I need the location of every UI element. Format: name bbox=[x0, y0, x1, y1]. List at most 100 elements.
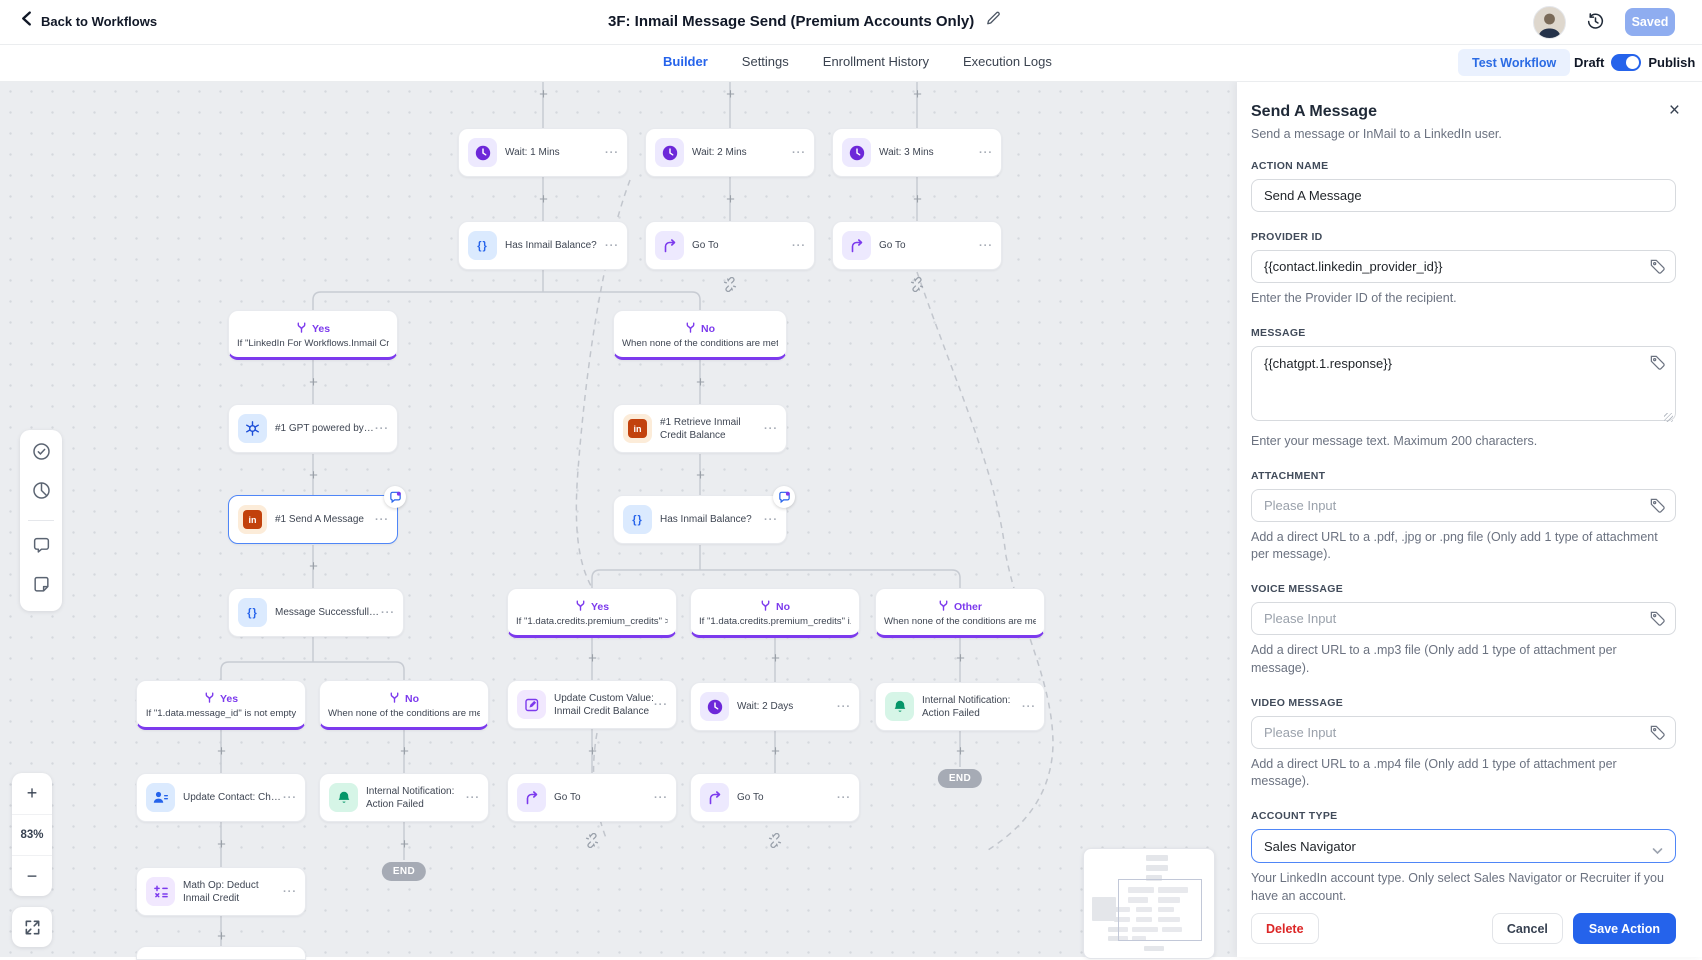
workflow-node[interactable]: {}Message Successfully Sent?··· bbox=[228, 588, 404, 637]
tab-settings[interactable]: Settings bbox=[741, 54, 789, 69]
tag-icon[interactable] bbox=[1649, 258, 1666, 280]
add-step-button[interactable]: + bbox=[217, 836, 226, 853]
add-step-button[interactable]: + bbox=[588, 650, 597, 667]
workflow-canvas[interactable]: + 83% − Wait: 1 Mins···Wait: 2 Mins···Wa… bbox=[0, 81, 1237, 960]
node-menu-icon[interactable]: ··· bbox=[979, 146, 993, 159]
add-step-button[interactable]: + bbox=[400, 743, 409, 760]
add-step-button[interactable]: + bbox=[696, 467, 705, 484]
avatar[interactable] bbox=[1533, 6, 1566, 39]
tag-icon[interactable] bbox=[1649, 354, 1666, 376]
workflow-node[interactable]: in#1 Send A Message··· bbox=[228, 486, 406, 544]
resize-handle[interactable] bbox=[1664, 412, 1673, 422]
comment-badge-icon[interactable] bbox=[773, 486, 795, 508]
add-step-button[interactable]: + bbox=[956, 743, 965, 760]
add-step-button[interactable]: + bbox=[539, 191, 548, 208]
workflow-node[interactable]: Wait: 2 Days··· bbox=[690, 682, 860, 731]
node-menu-icon[interactable]: ··· bbox=[605, 146, 619, 159]
add-step-button[interactable]: + bbox=[913, 86, 922, 103]
comment-badge-icon[interactable] bbox=[384, 486, 406, 508]
tag-icon[interactable] bbox=[1649, 610, 1666, 632]
node-menu-icon[interactable]: ··· bbox=[283, 791, 297, 804]
workflow-node[interactable]: {}Has Inmail Balance?··· bbox=[458, 221, 628, 270]
node-menu-icon[interactable]: ··· bbox=[979, 239, 993, 252]
node-menu-icon[interactable]: ··· bbox=[837, 791, 851, 804]
workflow-node[interactable]: Internal Notification: Action Failed··· bbox=[319, 773, 489, 822]
workflow-node[interactable]: Go To··· bbox=[507, 773, 677, 822]
back-to-workflows-button[interactable]: Back to Workflows bbox=[20, 11, 157, 31]
workflow-node[interactable]: Update Contact: Chat ID··· bbox=[136, 773, 306, 822]
add-step-button[interactable]: + bbox=[309, 558, 318, 575]
check-circle-icon[interactable] bbox=[32, 442, 51, 466]
workflow-node[interactable]: Update Custom Value: Inmail Credit Balan… bbox=[507, 680, 677, 729]
saved-button[interactable]: Saved bbox=[1625, 8, 1675, 36]
node-menu-icon[interactable]: ··· bbox=[381, 606, 395, 619]
tag-icon[interactable] bbox=[1649, 724, 1666, 746]
tag-icon[interactable] bbox=[1649, 497, 1666, 519]
minimap[interactable] bbox=[1083, 848, 1215, 959]
node-menu-icon[interactable]: ··· bbox=[837, 700, 851, 713]
publish-toggle[interactable] bbox=[1611, 54, 1642, 71]
node-menu-icon[interactable]: ··· bbox=[1022, 700, 1036, 713]
node-menu-icon[interactable]: ··· bbox=[654, 698, 668, 711]
zoom-in-button[interactable]: + bbox=[26, 783, 38, 803]
workflow-node[interactable]: Wait: 1 Mins··· bbox=[458, 128, 628, 177]
provider-id-input[interactable] bbox=[1251, 250, 1676, 283]
node-menu-icon[interactable]: ··· bbox=[375, 422, 389, 435]
node-menu-icon[interactable]: ··· bbox=[605, 239, 619, 252]
workflow-node[interactable]: Go To··· bbox=[832, 221, 1002, 270]
add-step-button[interactable]: + bbox=[696, 374, 705, 391]
add-step-button[interactable]: + bbox=[726, 191, 735, 208]
tab-enrollment-history[interactable]: Enrollment History bbox=[822, 54, 929, 69]
action-name-input[interactable] bbox=[1251, 179, 1676, 212]
workflow-node[interactable]: Internal Notification: Action Failed··· bbox=[875, 682, 1045, 731]
add-step-button[interactable]: + bbox=[400, 836, 409, 853]
video-message-input[interactable] bbox=[1251, 715, 1676, 749]
workflow-node[interactable]: in#1 Retrieve Inmail Credit Balance··· bbox=[613, 404, 787, 453]
add-step-button[interactable]: + bbox=[771, 743, 780, 760]
node-menu-icon[interactable]: ··· bbox=[792, 239, 806, 252]
test-workflow-button[interactable]: Test Workflow bbox=[1458, 49, 1571, 76]
node-menu-icon[interactable]: ··· bbox=[283, 885, 297, 898]
node-menu-icon[interactable]: ··· bbox=[466, 791, 480, 804]
add-step-button[interactable]: + bbox=[539, 86, 548, 103]
workflow-node[interactable]: #1 GPT powered by OpenAI··· bbox=[228, 404, 398, 453]
add-step-button[interactable]: + bbox=[217, 928, 226, 945]
workflow-node[interactable]: Wait: 2 Mins··· bbox=[645, 128, 815, 177]
tab-execution-logs[interactable]: Execution Logs bbox=[962, 54, 1052, 69]
node-menu-icon[interactable]: ··· bbox=[375, 513, 389, 526]
close-icon[interactable]: × bbox=[1668, 100, 1680, 121]
workflow-node[interactable]: {}Has Inmail Balance?··· bbox=[613, 486, 795, 544]
zoom-out-button[interactable]: − bbox=[12, 855, 52, 896]
edit-title-icon[interactable] bbox=[986, 11, 1001, 31]
comment-icon[interactable] bbox=[32, 536, 51, 560]
workflow-node[interactable]: Math Op: Deduct Inmail Credit··· bbox=[136, 867, 306, 916]
add-step-button[interactable]: + bbox=[309, 374, 318, 391]
minimap-viewport[interactable] bbox=[1118, 879, 1202, 941]
node-menu-icon[interactable]: ··· bbox=[654, 791, 668, 804]
delete-button[interactable]: Delete bbox=[1251, 913, 1319, 944]
add-step-button[interactable]: + bbox=[217, 743, 226, 760]
tab-builder[interactable]: Builder bbox=[663, 54, 708, 69]
node-menu-icon[interactable]: ··· bbox=[764, 513, 778, 526]
add-step-button[interactable]: + bbox=[588, 743, 597, 760]
account-type-select[interactable]: Sales Navigator bbox=[1251, 829, 1676, 863]
history-icon[interactable] bbox=[1586, 12, 1605, 36]
workflow-node[interactable]: Wait: 3 Mins··· bbox=[832, 128, 1002, 177]
add-step-button[interactable]: + bbox=[956, 650, 965, 667]
workflow-node[interactable]: Go To··· bbox=[645, 221, 815, 270]
node-menu-icon[interactable]: ··· bbox=[764, 422, 778, 435]
message-textarea[interactable]: {{chatgpt.1.response}} bbox=[1251, 345, 1676, 421]
cancel-button[interactable]: Cancel bbox=[1491, 913, 1563, 944]
voice-message-input[interactable] bbox=[1251, 602, 1676, 635]
add-step-button[interactable]: + bbox=[771, 650, 780, 667]
fit-view-button[interactable] bbox=[12, 907, 52, 947]
note-icon[interactable] bbox=[32, 575, 51, 599]
add-step-button[interactable]: + bbox=[726, 86, 735, 103]
